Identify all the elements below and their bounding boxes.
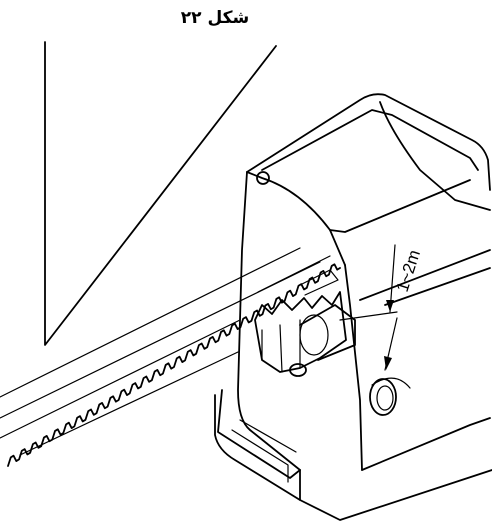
clearance-dimension: 1~2m — [339, 244, 424, 371]
gate-rail-lines — [0, 247, 331, 456]
gear-rack — [7, 263, 341, 467]
clearance-dimension-label: 1~2m — [393, 247, 424, 294]
pinion-gear — [254, 269, 356, 377]
motor-housing — [214, 93, 492, 521]
gate-frame-outline — [44, 41, 277, 346]
figure-caption: شکل ۲۲ — [180, 8, 250, 28]
